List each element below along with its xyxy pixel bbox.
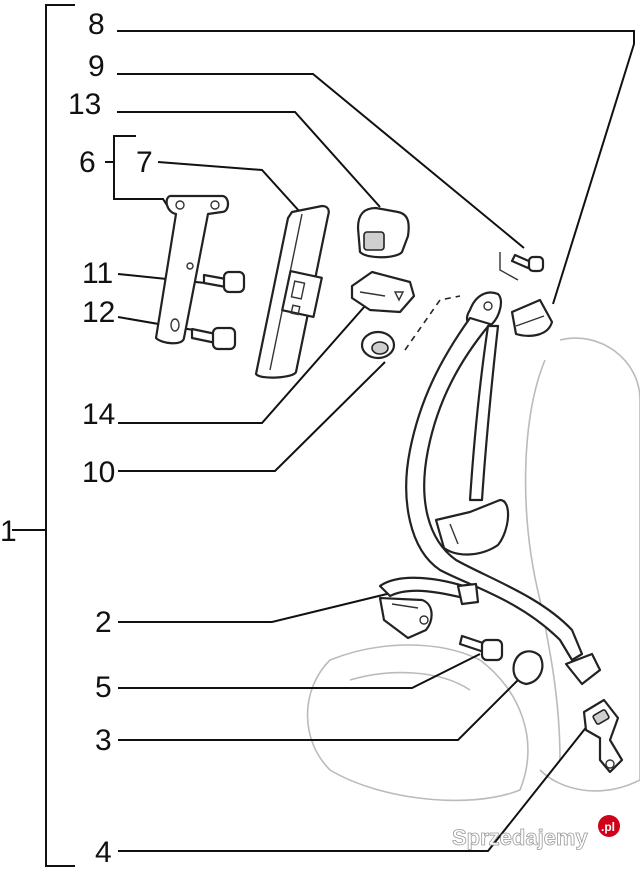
callout-11: 11 — [82, 257, 113, 290]
callout-10: 10 — [82, 456, 115, 489]
part-8-upper-cover — [510, 298, 554, 337]
callout-2: 2 — [95, 606, 112, 639]
part-1-seat-belt-webbing — [378, 291, 602, 686]
part-10-grommet — [360, 330, 396, 360]
callout-1: 1 — [0, 515, 17, 548]
callout-13: 13 — [68, 88, 101, 121]
callout-5: 5 — [95, 671, 112, 704]
watermark-badge-icon — [598, 815, 620, 837]
part-7-height-adjuster — [254, 204, 330, 379]
callout-12: 12 — [82, 296, 115, 329]
callout-6: 6 — [79, 146, 96, 179]
part-1-bracket — [12, 4, 75, 867]
callout-9: 9 — [88, 50, 105, 83]
seat-outline — [306, 337, 640, 802]
part-11-bolt — [202, 270, 246, 294]
part-14-guide-cover — [350, 270, 416, 314]
callout-7: 7 — [136, 146, 153, 179]
callout-labels: 1 2 3 4 5 6 7 8 9 10 11 12 13 14 — [0, 8, 153, 869]
assembly-guide-line — [404, 295, 461, 351]
watermark: Sprzedajemy .pl — [452, 815, 620, 850]
callout-3: 3 — [95, 724, 112, 757]
leader-lines — [117, 30, 635, 852]
part-3-spacer — [512, 650, 544, 686]
part-4-buckle — [582, 698, 624, 774]
part-5-anchor-bolt — [458, 634, 504, 662]
callout-4: 4 — [95, 836, 112, 869]
part-9-screw — [499, 252, 545, 281]
callout-8: 8 — [88, 8, 105, 41]
watermark-badge: .pl — [601, 820, 615, 834]
part-6-7-bracket — [105, 135, 171, 211]
part-12-bolt — [190, 326, 237, 351]
part-2-lower-anchor — [378, 596, 433, 640]
watermark-text: Sprzedajemy — [452, 825, 588, 850]
callout-14: 14 — [82, 398, 115, 431]
part-6-anchor-plate — [154, 194, 230, 345]
part-13-cover-cap — [356, 206, 410, 259]
